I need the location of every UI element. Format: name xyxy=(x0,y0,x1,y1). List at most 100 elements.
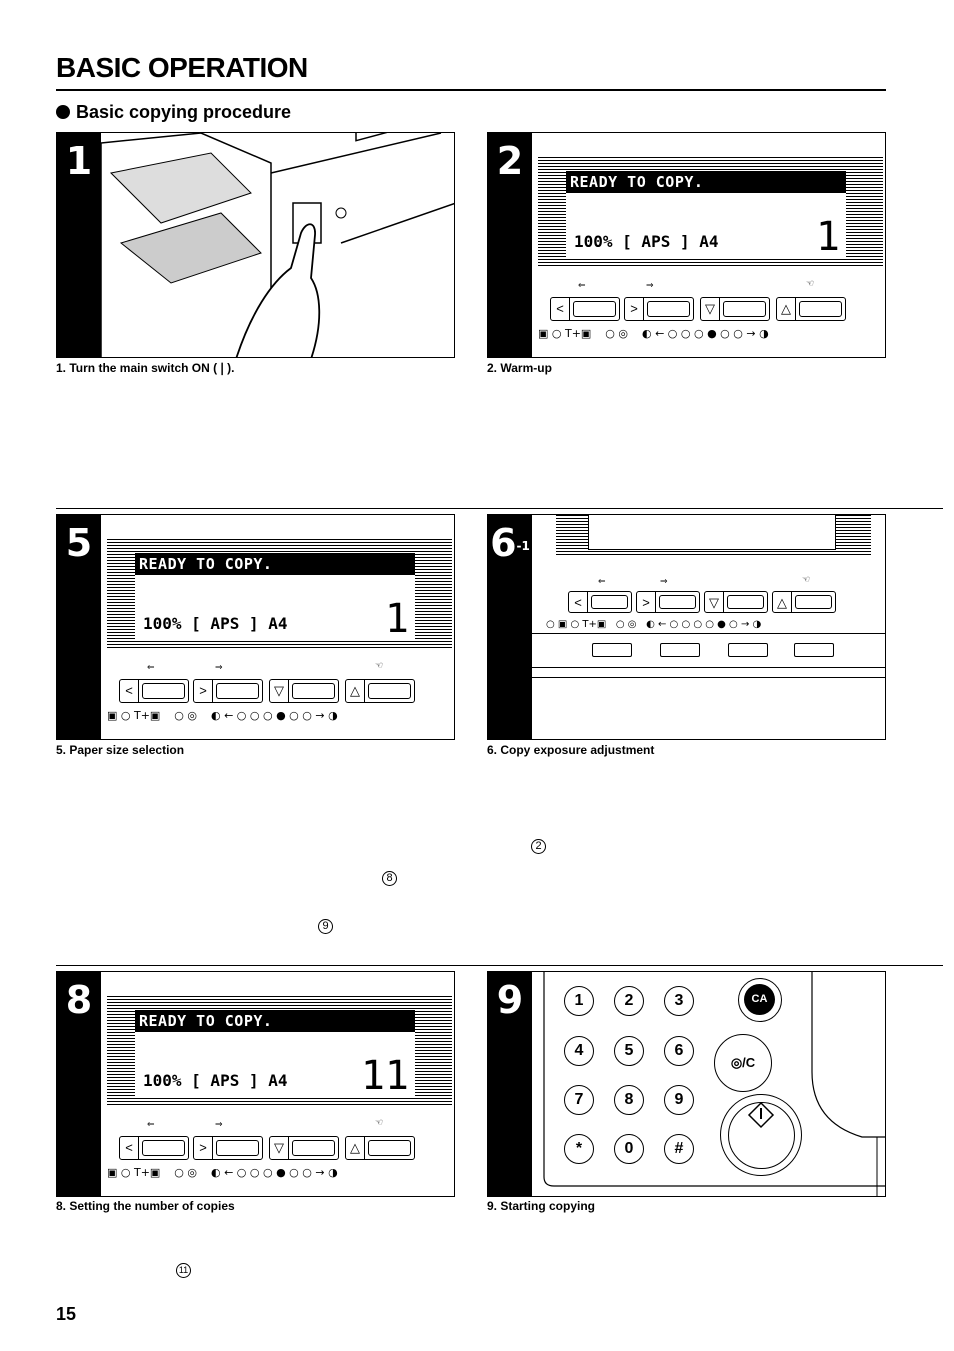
shift-right-label: ⇒ xyxy=(215,1120,223,1130)
step-8-caption: 8. Setting the number of copies xyxy=(56,1199,235,1213)
step-9-panel: 9 1 2 3 4 5 6 7 8 9 * 0 # CA ◎/C xyxy=(487,971,886,1197)
left-button[interactable]: < xyxy=(550,297,620,321)
triangle-up-icon: △ xyxy=(777,298,796,320)
key-9[interactable]: 9 xyxy=(664,1085,694,1115)
chevron-left-icon: < xyxy=(120,680,139,702)
marker-9: 9 xyxy=(318,919,333,934)
function-key-2[interactable] xyxy=(660,643,700,657)
title-rule xyxy=(56,89,886,91)
key-5[interactable]: 5 xyxy=(614,1036,644,1066)
start-diamond-icon xyxy=(747,1101,775,1129)
down-button[interactable]: ▽ xyxy=(704,591,768,613)
shift-left-label: ⇐ xyxy=(147,663,155,673)
chevron-left-icon: < xyxy=(569,592,588,612)
function-key-4[interactable] xyxy=(794,643,834,657)
down-button[interactable]: ▽ xyxy=(269,1136,339,1160)
left-button[interactable]: < xyxy=(119,1136,189,1160)
page-title: BASIC OPERATION xyxy=(56,52,308,83)
clear-all-button[interactable]: CA xyxy=(744,984,775,1015)
chevron-right-icon: > xyxy=(194,1137,213,1159)
lcd-settings: 100% [ APS ] A4 xyxy=(143,614,288,633)
clear-all-ring: CA xyxy=(738,978,782,1022)
shift-right-label: ⇒ xyxy=(215,663,223,673)
mode-indicators: ▣ ○ T+▣ ○ ◎ ◐ ← ○ ○ ○ ● ○ ○ → ◑ xyxy=(107,1166,338,1179)
lcd-settings: 100% [ APS ] A4 xyxy=(574,232,719,251)
shift-left-label: ⇐ xyxy=(598,577,606,587)
triangle-up-icon: △ xyxy=(346,680,365,702)
step-2-caption: 2. Warm-up xyxy=(487,361,552,375)
key-6[interactable]: 6 xyxy=(664,1036,694,1066)
marker-11: 11 xyxy=(176,1263,191,1278)
lcd-screen xyxy=(588,515,836,550)
triangle-up-icon: △ xyxy=(773,592,792,612)
key-0[interactable]: 0 xyxy=(614,1134,644,1164)
step-number: 5 xyxy=(57,515,101,739)
key-hash[interactable]: # xyxy=(664,1134,694,1164)
key-asterisk[interactable]: * xyxy=(564,1134,594,1164)
lcd-copy-count: 11 xyxy=(360,1053,409,1099)
step-number: 6-1 xyxy=(488,515,532,739)
key-7[interactable]: 7 xyxy=(564,1085,594,1115)
mode-indicators: ▣ ○ T+▣ ○ ◎ ◐ ← ○ ○ ○ ● ○ ○ → ◑ xyxy=(107,709,338,722)
triangle-down-icon: ▽ xyxy=(270,680,289,702)
page-number: 15 xyxy=(56,1304,77,1324)
step-2-panel: 2 READY TO COPY. 100% [ APS ] A4 1 ⇐ ⇒ ☜… xyxy=(487,132,886,358)
hand-icon: ☜ xyxy=(375,1118,384,1128)
down-button[interactable]: ▽ xyxy=(269,679,339,703)
chevron-left-icon: < xyxy=(551,298,570,320)
lcd-screen: READY TO COPY. 100% [ APS ] A4 11 xyxy=(135,1010,415,1096)
up-button[interactable]: △ xyxy=(345,679,415,703)
up-button[interactable]: △ xyxy=(345,1136,415,1160)
key-1[interactable]: 1 xyxy=(564,986,594,1016)
step-6-caption: 6. Copy exposure adjustment xyxy=(487,743,655,757)
triangle-up-icon: △ xyxy=(346,1137,365,1159)
up-button[interactable]: △ xyxy=(772,591,836,613)
divider xyxy=(56,508,943,509)
right-button[interactable]: > xyxy=(624,297,694,321)
step-number: 2 xyxy=(488,133,532,357)
triangle-down-icon: ▽ xyxy=(270,1137,289,1159)
bullet-icon xyxy=(56,105,70,119)
hand-icon: ☜ xyxy=(375,661,384,671)
lcd-copy-count: 1 xyxy=(384,596,409,642)
lcd-status: READY TO COPY. xyxy=(135,553,415,575)
hand-icon: ☜ xyxy=(806,279,815,289)
function-key-3[interactable] xyxy=(728,643,768,657)
marker-2: 2 xyxy=(531,839,546,854)
section-heading-text: Basic copying procedure xyxy=(76,102,292,122)
chevron-right-icon: > xyxy=(194,680,213,702)
left-button[interactable]: < xyxy=(119,679,189,703)
control-panel-outline xyxy=(543,972,885,1196)
key-3[interactable]: 3 xyxy=(664,986,694,1016)
triangle-down-icon: ▽ xyxy=(701,298,720,320)
triangle-down-icon: ▽ xyxy=(705,592,724,612)
key-8[interactable]: 8 xyxy=(614,1085,644,1115)
step-number: 9 xyxy=(488,972,532,1196)
shift-right-label: ⇒ xyxy=(646,281,654,291)
lcd-copy-count: 1 xyxy=(815,214,840,260)
key-2[interactable]: 2 xyxy=(614,986,644,1016)
chevron-right-icon: > xyxy=(637,592,656,612)
step-number: 8 xyxy=(57,972,101,1196)
function-key-1[interactable] xyxy=(592,643,632,657)
left-button[interactable]: < xyxy=(568,591,632,613)
up-button[interactable]: △ xyxy=(776,297,846,321)
key-4[interactable]: 4 xyxy=(564,1036,594,1066)
right-button[interactable]: > xyxy=(193,679,263,703)
right-button[interactable]: > xyxy=(636,591,700,613)
right-button[interactable]: > xyxy=(193,1136,263,1160)
step-number: 1 xyxy=(57,133,101,357)
step-9-caption: 9. Starting copying xyxy=(487,1199,596,1213)
down-button[interactable]: ▽ xyxy=(700,297,770,321)
chevron-left-icon: < xyxy=(120,1137,139,1159)
lcd-screen: READY TO COPY. 100% [ APS ] A4 1 xyxy=(566,171,846,257)
step-6-panel: 6-1 ⇐ ⇒ ☜ < > ▽ △ ○ ▣ ○ T+▣ ○ ◎ ◐ ← ○ ○ … xyxy=(487,514,886,740)
lcd-status: READY TO COPY. xyxy=(566,171,846,193)
mode-indicators: ○ ▣ ○ T+▣ ○ ◎ ◐ ← ○ ○ ○ ○ ● ○ → ◑ xyxy=(546,619,762,630)
section-heading: Basic copying procedure xyxy=(56,102,291,123)
step-1-panel: 1 xyxy=(56,132,455,358)
stop-clear-button[interactable]: ◎/C xyxy=(714,1034,772,1092)
start-button[interactable] xyxy=(720,1094,802,1176)
hand-icon: ☜ xyxy=(802,575,811,585)
lcd-screen: READY TO COPY. 100% [ APS ] A4 1 xyxy=(135,553,415,639)
